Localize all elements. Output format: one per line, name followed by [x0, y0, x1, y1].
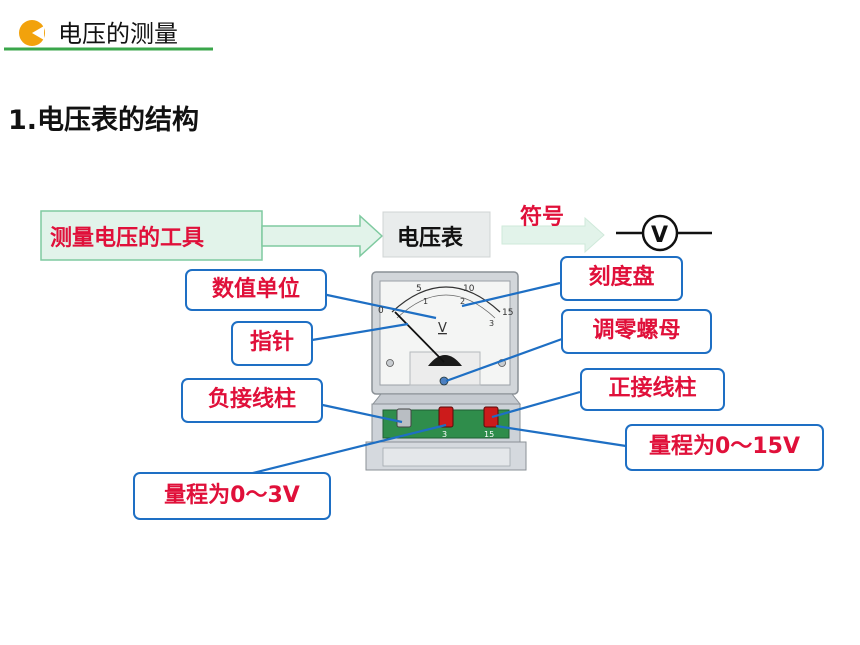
dial-tick-0: 0	[378, 306, 384, 316]
terminal-label-15: 15	[484, 430, 494, 439]
terminal-label-3: 3	[442, 430, 447, 439]
terminal-15v-icon	[483, 406, 499, 428]
face-screw-left-icon	[386, 359, 394, 367]
leader-positive-terminal	[491, 390, 581, 419]
meter-foot-inner	[382, 447, 511, 467]
dial-tick-10: 10	[463, 284, 475, 294]
pointer-hub	[428, 355, 462, 366]
callout-unit-symbol: 数值单位	[185, 269, 327, 311]
callout-range-15: 量程为0～15V	[625, 424, 824, 471]
callout-dial: 刻度盘	[560, 256, 683, 301]
leader-negative-terminal	[317, 402, 403, 424]
header-pie-notch	[32, 26, 44, 40]
leader-unit-symbol	[312, 290, 437, 320]
flow-arrow-1	[261, 214, 384, 258]
leader-dial	[461, 281, 561, 308]
leader-zero-adjust	[445, 337, 563, 383]
callout-zero-adjust: 调零螺母	[561, 309, 712, 354]
leader-range-3	[248, 423, 447, 476]
dial-tick-inner-3: 3	[489, 319, 494, 328]
negative-terminal-icon	[396, 408, 412, 428]
symbol-caption: 符号	[520, 205, 565, 230]
header-title: 电压的测量	[58, 20, 178, 48]
callout-pointer: 指针	[231, 321, 313, 366]
section-heading: 1.电压表的结构	[8, 105, 200, 136]
dial-tick-15: 15	[502, 308, 513, 318]
meter-base-top	[371, 393, 522, 405]
tool-box	[40, 210, 263, 261]
dial-tick-5: 5	[416, 284, 422, 294]
device-box	[382, 211, 491, 258]
leader-range-15	[495, 424, 627, 448]
meter-pointer	[394, 311, 445, 363]
terminal-3v-icon	[438, 406, 454, 428]
dial-tick-inner-2: 2	[460, 297, 465, 306]
callout-negative-terminal: 负接线柱	[181, 378, 323, 423]
device-label: 电压表	[397, 226, 464, 251]
dial-tick-inner-1: 1	[423, 297, 428, 306]
callout-range-3: 量程为0～3V	[133, 472, 331, 520]
dial-scale-arc-inner	[396, 294, 496, 319]
dial-scale-arc	[391, 286, 501, 313]
dial-unit: V	[438, 321, 447, 336]
leader-pointer	[311, 322, 409, 342]
voltmeter-symbol-letter: V	[651, 223, 668, 248]
tool-label: 测量电压的工具	[50, 226, 205, 251]
flow-arrow-2	[501, 216, 605, 254]
callout-positive-terminal: 正接线柱	[580, 368, 725, 411]
